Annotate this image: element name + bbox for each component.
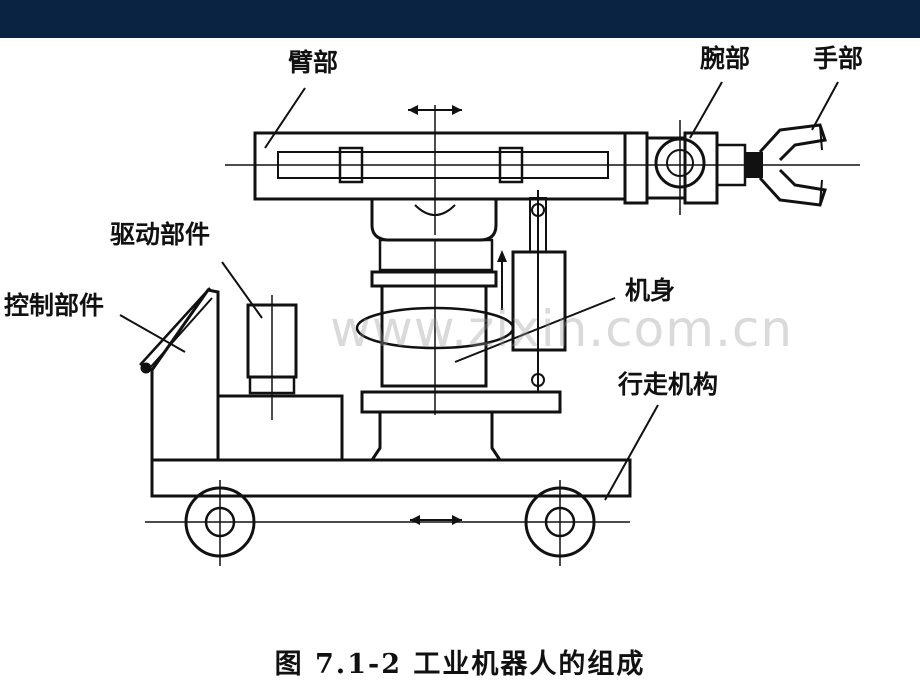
label-hand: 手部 [813, 44, 864, 73]
walking-mechanism [145, 458, 632, 566]
arm [225, 105, 860, 235]
label-arm: 臂部 [288, 48, 339, 77]
drive-unit [216, 295, 344, 462]
shoulder-joint [370, 199, 498, 272]
label-control: 控制部件 [4, 291, 105, 320]
header-bar [0, 0, 920, 38]
label-drive: 驱动部件 [110, 220, 211, 249]
control-unit [139, 287, 220, 460]
hand [745, 123, 827, 207]
label-walking: 行走机构 [618, 370, 719, 399]
robot-diagram [119, 81, 860, 566]
leader-lines [119, 81, 839, 501]
robot-body [355, 190, 567, 462]
watermark: www.zixin.com.cn [330, 300, 794, 358]
figure-caption: 图 7.1-2 工业机器人的组成 [274, 649, 646, 680]
label-body: 机身 [625, 276, 676, 305]
wrist [623, 120, 747, 215]
label-wrist: 腕部 [700, 44, 751, 73]
